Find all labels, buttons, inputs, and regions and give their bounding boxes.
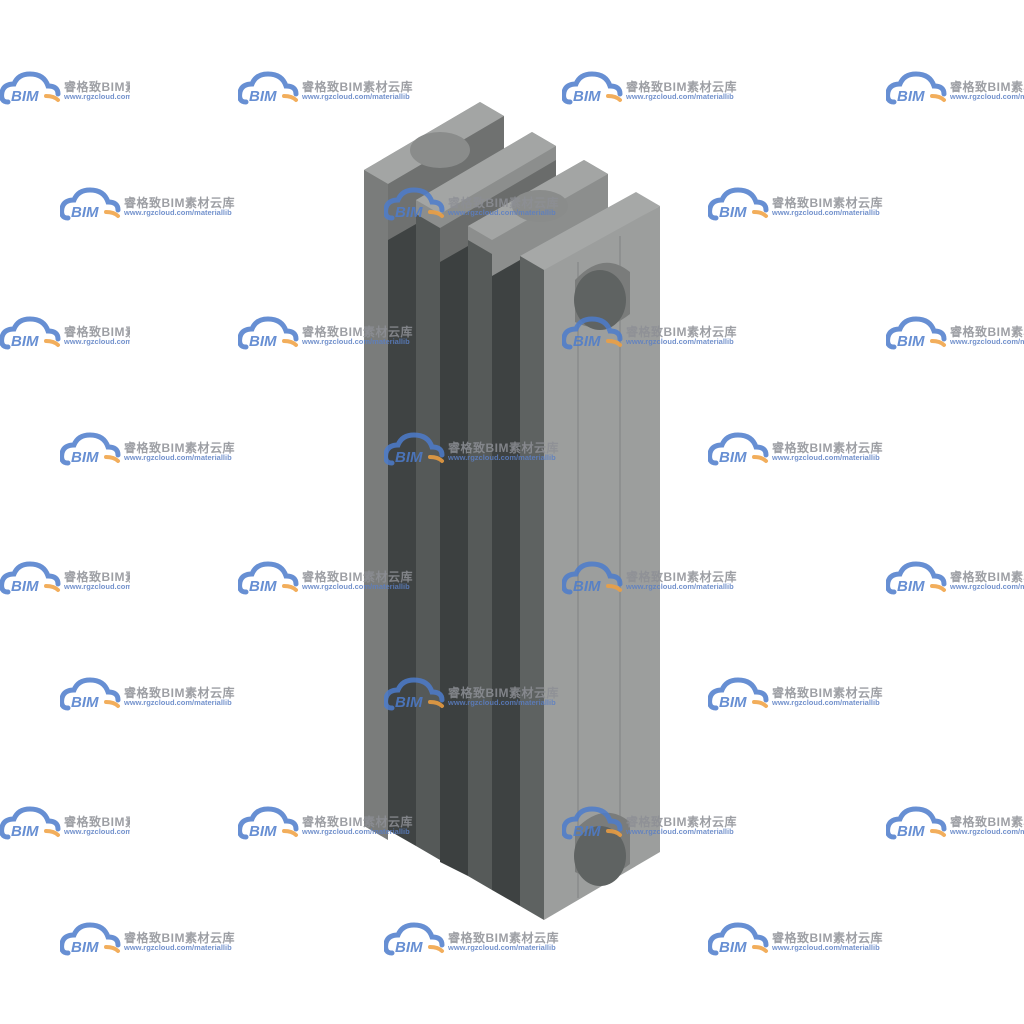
radiator-section-3 xyxy=(440,160,608,890)
radiator-section-4 xyxy=(492,192,660,920)
